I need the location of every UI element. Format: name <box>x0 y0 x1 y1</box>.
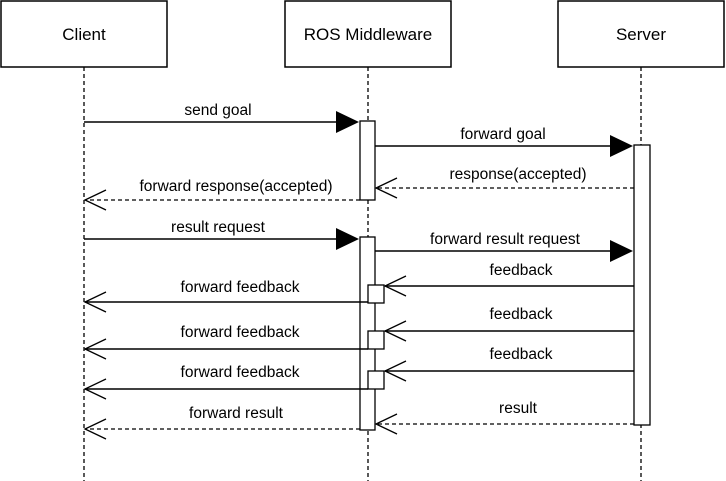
message-feedback-2-label: feedback <box>490 306 553 323</box>
middleware-feedback-box-2 <box>367 330 385 350</box>
participant-middleware-label: ROS Middleware <box>304 25 433 44</box>
server-activation <box>633 144 651 426</box>
message-forward-feedback-1-label: forward feedback <box>181 279 300 296</box>
message-feedback-1-label: feedback <box>490 262 553 279</box>
arrowhead-open-icon <box>383 320 407 342</box>
arrowhead-filled-icon <box>336 228 359 250</box>
message-forward-response-accepted-label: forward response(accepted) <box>140 178 333 195</box>
message-forward-feedback-2-label: forward feedback <box>181 324 300 341</box>
message-feedback-2: feedback <box>383 306 634 342</box>
message-forward-feedback-1: forward feedback <box>83 279 368 313</box>
message-result-label: result <box>499 400 538 417</box>
message-forward-result-request: forward result request <box>375 231 633 262</box>
middleware-feedback-box-3 <box>367 370 385 390</box>
message-result: result <box>374 400 634 435</box>
message-forward-goal: forward goal <box>375 126 633 157</box>
message-forward-result: forward result <box>83 405 360 440</box>
participant-client: Client <box>0 0 168 68</box>
message-response-accepted: response(accepted) <box>374 166 634 199</box>
arrowhead-open-icon <box>83 378 107 400</box>
middleware-activation-1 <box>359 120 376 201</box>
message-forward-feedback-2: forward feedback <box>83 324 368 360</box>
middleware-feedback-box-1 <box>367 284 385 304</box>
arrowhead-open-icon <box>83 418 107 440</box>
arrowhead-filled-icon <box>336 111 359 133</box>
message-send-goal-label: send goal <box>184 102 251 119</box>
participant-client-label: Client <box>62 25 106 44</box>
message-forward-response-accepted: forward response(accepted) <box>83 178 360 211</box>
message-feedback-3-label: feedback <box>490 346 553 363</box>
arrowhead-open-icon <box>83 189 107 211</box>
message-forward-goal-label: forward goal <box>460 126 545 143</box>
arrowhead-open-icon <box>374 413 398 435</box>
arrowhead-open-icon <box>383 360 407 382</box>
message-result-request: result request <box>84 219 359 250</box>
participant-server: Server <box>557 0 725 68</box>
message-feedback-3: feedback <box>383 346 634 382</box>
arrowhead-filled-icon <box>610 240 633 262</box>
arrowhead-open-icon <box>383 275 407 297</box>
message-response-accepted-label: response(accepted) <box>450 166 587 183</box>
arrowhead-open-icon <box>83 338 107 360</box>
arrowhead-open-icon <box>374 177 398 199</box>
message-forward-feedback-3-label: forward feedback <box>181 364 300 381</box>
message-forward-result-label: forward result <box>189 405 284 422</box>
arrowhead-filled-icon <box>610 135 633 157</box>
message-forward-result-request-label: forward result request <box>430 231 581 248</box>
participant-middleware: ROS Middleware <box>284 0 452 68</box>
message-send-goal: send goal <box>84 102 359 133</box>
participant-server-label: Server <box>616 25 666 44</box>
message-forward-feedback-3: forward feedback <box>83 364 368 400</box>
arrowhead-open-icon <box>83 291 107 313</box>
message-feedback-1: feedback <box>383 262 634 297</box>
message-result-request-label: result request <box>171 219 266 236</box>
